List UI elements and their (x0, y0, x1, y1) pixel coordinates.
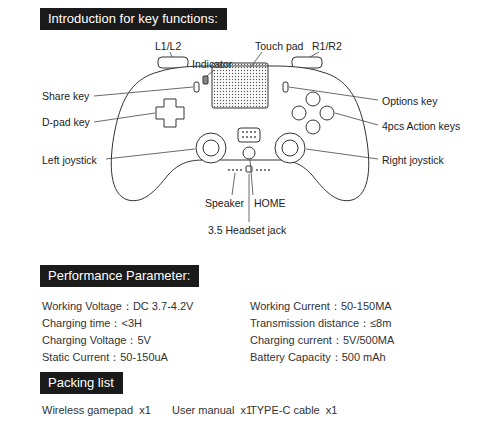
left-joystick (196, 133, 226, 163)
d-pad (156, 99, 184, 127)
l1-button (158, 57, 188, 68)
action-button (292, 106, 306, 120)
callout-label: D-pad key (42, 116, 90, 128)
speaker-grille (238, 128, 260, 142)
section-heading-bar: Introduction for key functions: (40, 8, 227, 30)
section-heading-bar: Packing list (40, 372, 123, 394)
parameter-text: Static Current：50-150uA (42, 351, 168, 364)
section-heading-bar: Performance Parameter: (40, 265, 199, 287)
r1-button (292, 57, 322, 68)
callout-label: L1/L2 (155, 40, 181, 52)
callout-label: HOME (254, 197, 286, 209)
callout-label: Speaker (205, 197, 244, 209)
right-joystick-cap (282, 140, 298, 156)
callout-label: Touch pad (255, 40, 303, 52)
callout-label: Left joystick (42, 154, 97, 166)
left-joystick-cap (203, 140, 219, 156)
action-button (306, 120, 320, 134)
parameter-text: Transmission distance：≤8m (250, 317, 391, 330)
callout-label: Share key (42, 90, 89, 102)
parameter-text: Working Current：50-150MA (250, 300, 392, 313)
callout-label: Indicator (192, 58, 232, 70)
parameter-text: Charging Voltage：5V (42, 334, 151, 347)
options-button (283, 82, 288, 92)
home-button (243, 147, 255, 159)
section-heading: Introduction for key functions: (48, 11, 218, 27)
callout-label: 3.5 Headset jack (208, 224, 286, 236)
right-joystick (275, 133, 305, 163)
share-button (194, 82, 199, 92)
gamepad (111, 57, 368, 201)
parameter-text: Charging time：<3H (42, 317, 142, 330)
packing-item: Wireless gamepad x1 (42, 404, 151, 417)
action-button (306, 92, 320, 106)
packing-item: User manual x1 (172, 404, 252, 417)
callout-label: Right joystick (382, 154, 444, 166)
action-button (320, 106, 334, 120)
packing-item: TYPE-C cable x1 (250, 404, 337, 417)
callout-label: 4pcs Action keys (382, 120, 460, 132)
callout-label: R1/R2 (312, 40, 342, 52)
callout-label: Options key (382, 95, 437, 107)
parameter-text: Charging current：5V/500MA (250, 334, 394, 347)
parameter-text: Working Voltage：DC 3.7-4.2V (42, 300, 193, 313)
parameter-text: Battery Capacity：500 mAh (250, 351, 386, 364)
section-heading: Performance Parameter: (48, 268, 190, 284)
indicator-light (203, 76, 208, 84)
leader-lines (94, 52, 378, 222)
section-heading: Packing list (48, 375, 114, 391)
